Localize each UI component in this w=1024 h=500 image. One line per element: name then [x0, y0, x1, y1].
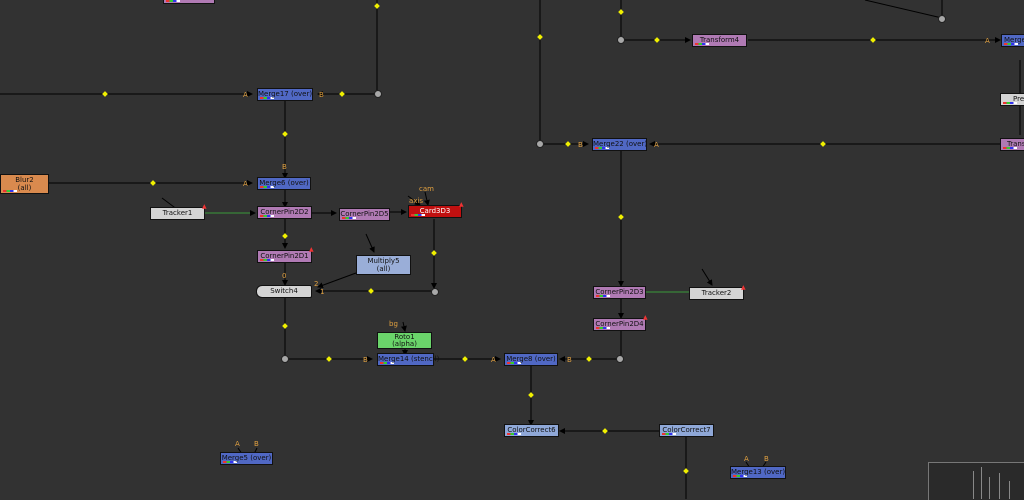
input-label-b: B	[254, 440, 259, 448]
node-label: ColorCorrect7	[662, 426, 711, 434]
node-label: CornerPin2D1	[260, 252, 309, 260]
node-colorcorrect6[interactable]: ColorCorrect6	[504, 424, 559, 437]
node-merge-right[interactable]: Merge	[1001, 34, 1024, 47]
node-label: Merge13 (over)	[731, 468, 786, 476]
input-label-b: B	[578, 141, 583, 149]
node-colorcorrect7[interactable]: ColorCorrect7	[659, 424, 714, 437]
node-merge22[interactable]: Merge22 (over)	[592, 138, 647, 151]
node-cornerpin2d5[interactable]: CornerPin2D5	[339, 208, 390, 221]
dot-node[interactable]	[536, 140, 544, 148]
warning-icon: ▲	[309, 246, 314, 253]
node-label: CornerPin2D5	[340, 210, 389, 218]
input-label-b: B	[319, 91, 324, 99]
node-merge6[interactable]: Merge6 (over)	[257, 177, 311, 190]
node-cornerpin2d3[interactable]: CornerPin2D3	[593, 286, 646, 299]
node-pre-right[interactable]: Pre	[1000, 93, 1024, 106]
node-tracker2[interactable]: Tracker2	[689, 287, 744, 300]
node-label: Merge5 (over)	[221, 454, 272, 462]
node-label: Card3D3	[419, 207, 451, 215]
input-label-1: 1	[320, 288, 325, 296]
input-label-a: A	[654, 141, 659, 149]
elbow-diamonds[interactable]	[102, 3, 876, 474]
node-sublabel: (all)	[17, 184, 32, 192]
dot-node[interactable]	[616, 355, 624, 363]
input-label-b: B	[764, 455, 769, 463]
node-label: Transform4	[699, 36, 740, 44]
node-cornerpin2d2[interactable]: CornerPin2D2	[257, 206, 312, 219]
node-label: CornerPin2D2	[260, 208, 309, 216]
node-multiply5[interactable]: Multiply5 (all)	[356, 255, 411, 275]
node-label: Merge14 (stencil)	[378, 355, 440, 363]
node-label: CornerPin2D3	[595, 288, 644, 296]
node-label: Pre	[1013, 95, 1024, 103]
node-label: CornerPin2D4	[595, 320, 644, 328]
node-sublabel: (all)	[376, 265, 391, 273]
warning-icon: ▲	[459, 201, 464, 208]
node-tracker1[interactable]: Tracker1	[150, 207, 205, 220]
dot-node[interactable]	[617, 36, 625, 44]
input-label-a: A	[985, 37, 990, 45]
input-label-a: A	[243, 180, 248, 188]
warning-icon: ▲	[202, 203, 207, 210]
input-label-2: 2	[314, 280, 319, 288]
input-label-b: B	[363, 356, 368, 364]
node-label: Merge8 (over)	[506, 355, 556, 363]
node-roto1[interactable]: Roto1 (alpha)	[377, 332, 432, 349]
node-label: Tracker1	[162, 209, 193, 217]
dot-node[interactable]	[431, 288, 439, 296]
input-label-a: A	[744, 455, 749, 463]
node-cornerpin2d4[interactable]: CornerPin2D4	[593, 318, 646, 331]
warning-icon: ▲	[741, 284, 746, 291]
node-label: Multiply5	[367, 257, 400, 265]
node-merge13[interactable]: Merge13 (over)	[730, 466, 786, 479]
input-label-b: B	[282, 163, 287, 171]
node-label: Switch4	[270, 287, 298, 295]
node-label: ColorCorrect6	[507, 426, 556, 434]
node-partial-top[interactable]	[163, 0, 215, 4]
dot-node[interactable]	[938, 15, 946, 23]
input-label-cam: cam	[419, 185, 434, 193]
node-blur2[interactable]: Blur2 (all)	[0, 174, 49, 194]
node-label: Blur2	[15, 176, 34, 184]
node-label: Roto1	[394, 333, 415, 341]
dot-node[interactable]	[281, 355, 289, 363]
node-label: Trans	[1007, 140, 1024, 148]
input-label-axis: axis	[409, 197, 424, 205]
node-label: Merge22 (over)	[593, 140, 648, 148]
node-trans-right[interactable]: Trans	[1000, 138, 1024, 151]
input-label-b: B	[567, 356, 572, 364]
node-merge5[interactable]: Merge5 (over)	[220, 452, 273, 465]
dot-node[interactable]	[374, 90, 382, 98]
node-label: Merge6 (over)	[259, 179, 309, 187]
input-label-0: 0	[282, 272, 287, 280]
node-merge17[interactable]: Merge17 (over)	[257, 88, 313, 101]
node-label: Merge17 (over)	[258, 90, 313, 98]
node-transform4[interactable]: Transform4	[692, 34, 747, 47]
node-card3d3[interactable]: Card3D3	[408, 205, 462, 218]
node-label: Tracker2	[701, 289, 732, 297]
node-merge8[interactable]: Merge8 (over)	[504, 353, 558, 366]
input-label-a: A	[243, 91, 248, 99]
input-label-a: A	[235, 440, 240, 448]
node-switch4[interactable]: Switch4	[256, 285, 312, 298]
warning-icon: ▲	[643, 314, 648, 321]
node-merge14[interactable]: Merge14 (stencil)	[377, 353, 439, 366]
node-label: Merge	[1004, 36, 1024, 44]
node-graph-minimap[interactable]	[928, 462, 1024, 500]
input-label-a: A	[491, 356, 496, 364]
input-label-bg: bg	[389, 320, 398, 328]
node-cornerpin2d1[interactable]: CornerPin2D1	[257, 250, 312, 263]
node-sublabel: (alpha)	[392, 340, 417, 348]
